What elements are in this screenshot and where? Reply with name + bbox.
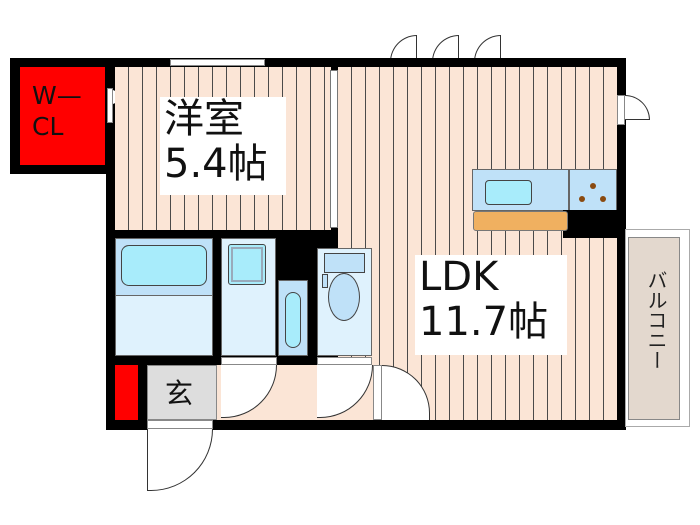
entrance-label: 玄 (165, 377, 194, 410)
kitchen-worktop (473, 211, 568, 231)
closet (20, 67, 105, 165)
side-door-swing (625, 95, 650, 120)
burner-icon (590, 183, 596, 189)
front-door (147, 429, 213, 491)
ldk-label: LDK 11.7帖 (415, 255, 567, 355)
ldk-size: 11.7帖 (419, 298, 549, 345)
side-window (617, 95, 625, 125)
burner-icon (600, 196, 606, 202)
entrance (147, 365, 217, 420)
toilet-bowl (328, 273, 360, 321)
washroom-door-sill (221, 357, 277, 365)
balcony-label: バルコニー (644, 270, 668, 370)
toilet-door-sill (317, 357, 372, 365)
western-room-size: 5.4帖 (164, 140, 268, 187)
toilet-tank (324, 253, 365, 273)
stove (569, 169, 617, 211)
burner-icon (579, 196, 585, 202)
bathtub (121, 245, 207, 286)
ldk-door-frame (373, 365, 382, 420)
kitchen-pillar (563, 210, 620, 238)
ldk-floor (338, 67, 617, 420)
closet-label-line2: CL (32, 112, 64, 142)
closet-label-line1: W— (32, 81, 82, 110)
closet-door (107, 88, 113, 123)
western-room-label: 洋室 5.4帖 (160, 97, 286, 195)
washer-drain (285, 292, 301, 348)
ldk-name: LDK (419, 254, 499, 300)
kitchen-sink (485, 180, 532, 205)
balcony-floor (628, 237, 680, 420)
western-room-window (170, 59, 265, 66)
washbasin (228, 244, 266, 285)
closet-entrance (115, 365, 138, 420)
western-room-name: 洋室 (164, 96, 244, 142)
sliding-door (330, 70, 338, 228)
front-door-sill (147, 420, 213, 429)
closet-label: W—CL (32, 80, 82, 143)
toilet-control (322, 274, 328, 288)
